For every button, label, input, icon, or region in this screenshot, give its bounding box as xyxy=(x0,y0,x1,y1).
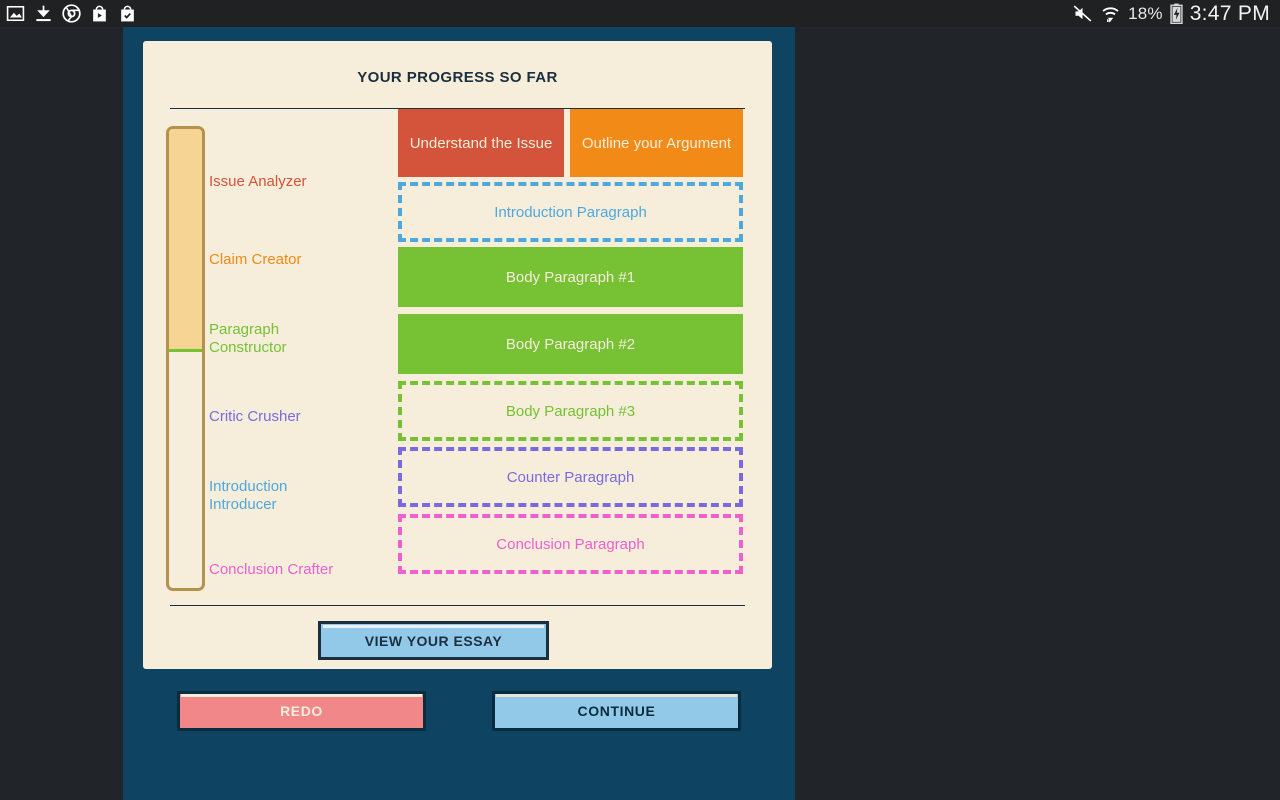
action-bar: REDO CONTINUE xyxy=(123,691,795,741)
overall-progress-track xyxy=(166,126,205,591)
footer-divider xyxy=(170,605,745,606)
wifi-icon xyxy=(1102,7,1119,23)
status-bar-system-icons: 18% 3:47 PM xyxy=(1072,2,1270,26)
card-footer: VIEW YOUR ESSAY xyxy=(143,605,772,660)
battery-charging-icon xyxy=(1170,3,1183,24)
play-store-icon xyxy=(93,5,106,22)
essay-block[interactable]: Counter Paragraph xyxy=(398,447,743,507)
stage-label: Critic Crusher xyxy=(209,408,301,425)
essay-block[interactable]: Conclusion Paragraph xyxy=(398,514,743,574)
android-status-bar: 18% 3:47 PM xyxy=(0,0,1280,27)
play-store-installed-icon xyxy=(121,5,134,22)
overall-progress-fill xyxy=(169,129,202,352)
essay-block[interactable]: Body Paragraph #1 xyxy=(398,247,743,307)
status-bar-clock: 3:47 PM xyxy=(1189,1,1270,25)
essay-block[interactable]: Outline your Argument xyxy=(570,109,743,177)
volume-mute-icon xyxy=(1073,5,1092,22)
download-icon xyxy=(36,5,51,22)
stage-label: Claim Creator xyxy=(209,251,302,268)
page-title: YOUR PROGRESS SO FAR xyxy=(357,69,558,86)
redo-button[interactable]: REDO xyxy=(177,691,426,731)
essay-block[interactable]: Body Paragraph #3 xyxy=(398,381,743,441)
view-essay-button[interactable]: VIEW YOUR ESSAY xyxy=(318,621,549,660)
title-divider xyxy=(170,108,745,109)
status-bar-notification-icons xyxy=(6,4,137,23)
continue-button[interactable]: CONTINUE xyxy=(492,691,741,731)
stage-label: Conclusion Crafter xyxy=(209,561,334,578)
stage-label: Issue Analyzer xyxy=(209,173,307,190)
battery-percent-label: 18% xyxy=(1128,3,1163,23)
gallery-icon xyxy=(6,5,25,22)
essay-block[interactable]: Introduction Paragraph xyxy=(398,182,743,242)
stage-label: Introduction Introducer xyxy=(209,478,288,513)
chrome-icon xyxy=(62,4,81,23)
essay-block[interactable]: Body Paragraph #2 xyxy=(398,314,743,374)
stage-label: Paragraph Constructor xyxy=(209,321,287,356)
essay-block[interactable]: Understand the Issue xyxy=(398,109,564,177)
